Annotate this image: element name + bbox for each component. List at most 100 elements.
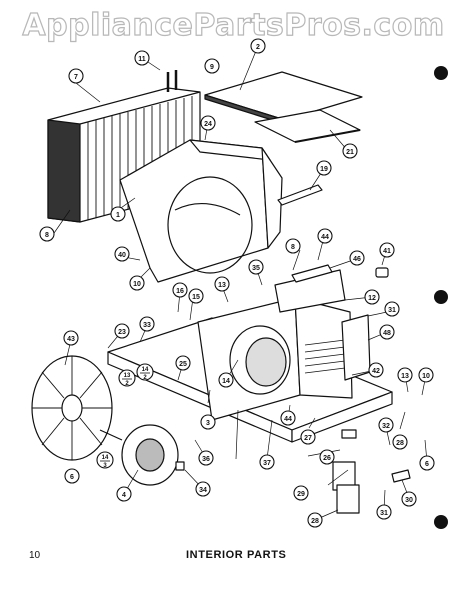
small-part-34: [175, 461, 185, 471]
callout-circle: [364, 289, 380, 305]
fraction-callout-bottom: 3: [103, 463, 107, 469]
callout-circle: [280, 410, 296, 426]
watermark: AppliancePartsPros.com: [22, 7, 445, 43]
page-number: 10: [29, 550, 41, 561]
callout-number: 10: [133, 281, 141, 288]
callout-circle: [139, 316, 155, 332]
callout-circle: [379, 324, 395, 340]
callout-circle: [368, 362, 384, 378]
registration-dot-bottom: [434, 515, 448, 529]
callout-circle: [384, 301, 400, 317]
callout-circle: [195, 481, 211, 497]
callout-circle: [316, 160, 332, 176]
callout-number: 4: [122, 492, 126, 499]
callout-number: 37: [263, 460, 271, 467]
callout-number: 6: [70, 474, 74, 481]
callout-circle: [200, 115, 216, 131]
fraction-callout-circle: [118, 369, 136, 387]
callout-number: 29: [297, 491, 305, 498]
fraction-callout-top: 14: [102, 455, 109, 461]
callout-number: 3: [206, 420, 210, 427]
small-part-27: [341, 429, 357, 439]
callout-circle: [116, 486, 132, 502]
callout-circle: [172, 282, 188, 298]
callout-number: 8: [45, 232, 49, 239]
callout-circle: [68, 68, 84, 84]
callout-number: 36: [202, 456, 210, 463]
callout-circle: [307, 512, 323, 528]
callout-number: 32: [382, 423, 390, 430]
callout-circle: [319, 449, 335, 465]
callout-number: 34: [199, 487, 207, 494]
top-cover-panel: [204, 71, 363, 121]
callout-circle: [198, 450, 214, 466]
callout-circle: [259, 454, 275, 470]
diagram-caption: INTERIOR PARTS: [186, 549, 287, 561]
fraction-callout-circle: [96, 451, 114, 469]
callout-number: 42: [372, 368, 380, 375]
callout-circle: [175, 355, 191, 371]
callout-number: 28: [311, 518, 319, 525]
callout-number: 25: [179, 361, 187, 368]
fraction-callout-circle: [136, 363, 154, 381]
callout-circle: [285, 238, 301, 254]
callout-number: 19: [320, 166, 328, 173]
fraction-callout-top: 13: [124, 373, 131, 379]
callout-number: 10: [422, 373, 430, 380]
callout-number: 11: [138, 56, 146, 63]
callout-number: 44: [321, 234, 329, 241]
callout-circle: [188, 288, 204, 304]
callout-circle: [397, 367, 413, 383]
callout-number: 31: [388, 307, 396, 314]
callout-circle: [379, 242, 395, 258]
callout-number: 13: [401, 373, 409, 380]
blower-scroll: [119, 139, 283, 283]
callout-number: 48: [383, 330, 391, 337]
callout-number: 24: [204, 121, 212, 128]
callout-circle: [64, 468, 80, 484]
callout-circle: [392, 434, 408, 450]
callout-circle: [214, 276, 230, 292]
callout-circle: [376, 504, 392, 520]
callout-number: 41: [383, 248, 391, 255]
partition-frame: [197, 297, 353, 421]
callout-circle: [114, 323, 130, 339]
callout-circle: [39, 226, 55, 242]
callout-number: 40: [118, 252, 126, 259]
capacitor-cover: [341, 314, 371, 381]
callout-number: 23: [118, 329, 126, 336]
callout-number: 2: [256, 44, 260, 51]
fan-motor: [99, 424, 179, 486]
callout-number: 7: [74, 74, 78, 81]
callout-number: 33: [143, 322, 151, 329]
small-part-41: [375, 267, 389, 278]
callout-circle: [342, 143, 358, 159]
callout-number: 46: [353, 256, 361, 263]
bracket-strip: [277, 184, 323, 206]
registration-dot-top: [434, 66, 448, 80]
callout-number: 1: [116, 212, 120, 219]
callout-number: 30: [405, 497, 413, 504]
callout-number: 8: [291, 244, 295, 251]
callout-circle: [200, 414, 216, 430]
callout-circle: [317, 228, 333, 244]
callout-number: 14: [222, 378, 230, 385]
callout-circle: [129, 275, 145, 291]
blower-fan-wheel: [31, 355, 113, 461]
callout-circle: [418, 367, 434, 383]
callout-number: 31: [380, 510, 388, 517]
callout-circle: [349, 250, 365, 266]
callout-circle: [378, 417, 394, 433]
filter-28: [336, 484, 360, 514]
callout-number: 28: [396, 440, 404, 447]
callout-circle: [293, 485, 309, 501]
fraction-callout-bottom: 2: [125, 381, 129, 387]
callout-circle: [401, 491, 417, 507]
callout-number: 43: [67, 336, 75, 343]
callout-circle: [419, 455, 435, 471]
fraction-callout-bottom: 2: [143, 375, 147, 381]
callout-circle: [204, 58, 220, 74]
callout-circle: [300, 429, 316, 445]
